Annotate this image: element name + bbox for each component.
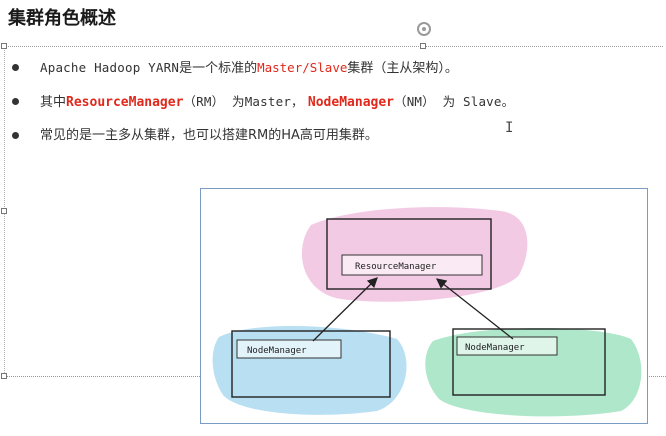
bullet-text-1: Apache Hadoop YARN是一个标准的Master/Slave集群（主…: [40, 58, 458, 79]
nm-abbr-text: （NM） 为 Slave。: [394, 94, 515, 109]
master-color-wash: [301, 207, 528, 302]
yarn-name: Apache Hadoop YARN: [40, 60, 180, 75]
resourcemanager-highlight: ResourceManager: [66, 95, 184, 110]
slide-title: 集群角色概述: [8, 8, 116, 29]
resize-handle-top-left[interactable]: [1, 43, 7, 49]
master-slave-highlight: Master/Slave: [257, 60, 348, 75]
bullet-dot: [12, 132, 19, 139]
left-nodemanager-label-box: [236, 339, 342, 359]
rm-abbr-text: （RM） 为Master，: [183, 94, 304, 109]
bullet-list[interactable]: Apache Hadoop YARN是一个标准的Master/Slave集群（主…: [12, 58, 652, 160]
left-nodemanager-label: NodeManager: [247, 346, 307, 356]
bullet-item-3[interactable]: 常见的是一主多从集群，也可以搭建RM的HA高可用集群。: [12, 126, 652, 160]
bullet-text-2: 其中ResourceManager（RM） 为Master， NodeManag…: [40, 92, 514, 113]
bullet-1-mid: 是一个标准的: [179, 61, 258, 76]
bullet-dot: [12, 98, 19, 105]
right-nodemanager-label: NodeManager: [465, 343, 525, 353]
left-worker-color-wash: [212, 325, 407, 415]
rotate-handle-icon[interactable]: [417, 22, 431, 36]
right-nodemanager-label-box: [456, 336, 558, 356]
resize-handle-bottom-left[interactable]: [1, 373, 7, 379]
left-worker-to-master-arrow: [312, 277, 378, 342]
bullet-1-post: 集群（主从架构）。: [347, 61, 458, 76]
right-worker-to-master-arrow: [435, 278, 514, 340]
bullet-item-2[interactable]: 其中ResourceManager（RM） 为Master， NodeManag…: [12, 92, 652, 126]
bullet-2-pre: 其中: [40, 95, 67, 110]
nodemanager-highlight: NodeManager: [307, 95, 394, 110]
bullet-text-3: 常见的是一主多从集群，也可以搭建RM的HA高可用集群。: [40, 128, 378, 143]
resize-handle-top-center[interactable]: [420, 43, 426, 49]
resourcemanager-label-box: [341, 254, 483, 276]
diagram-canvas: ResourceManager NodeManager NodeManager: [212, 207, 642, 417]
bullet-dot: [12, 64, 19, 71]
right-worker-box: [452, 328, 606, 396]
bullet-item-1[interactable]: Apache Hadoop YARN是一个标准的Master/Slave集群（主…: [12, 58, 652, 92]
master-box: [326, 218, 492, 290]
text-cursor-icon: I: [505, 120, 514, 136]
resize-handle-middle-left[interactable]: [1, 208, 7, 214]
resourcemanager-label: ResourceManager: [355, 262, 437, 272]
yarn-architecture-diagram[interactable]: ResourceManager NodeManager NodeManager: [200, 188, 648, 424]
left-worker-box: [231, 330, 391, 398]
